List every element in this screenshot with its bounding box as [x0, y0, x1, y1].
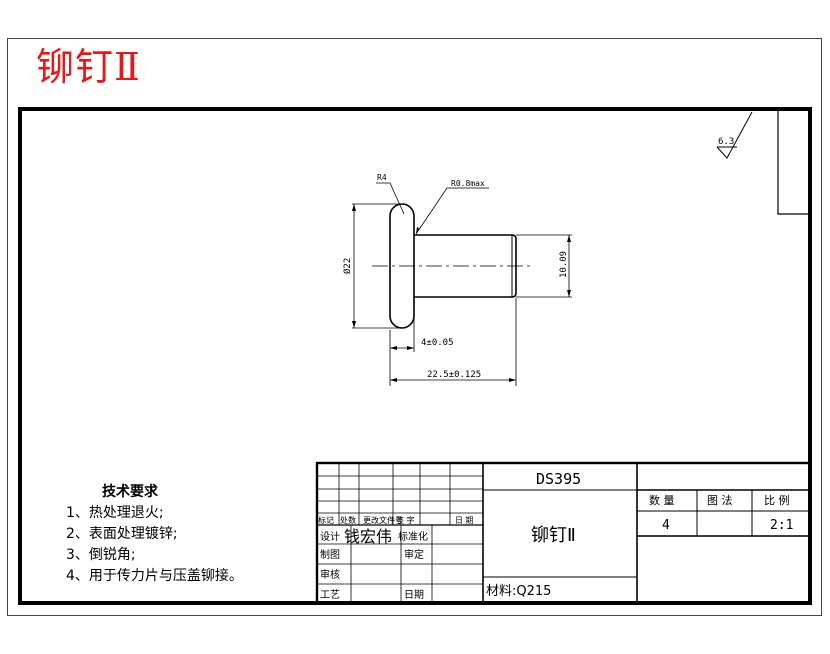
surface-finish-value: 6.3: [718, 137, 734, 147]
material: 材料:Q215: [486, 584, 551, 599]
check-label: 审核: [320, 568, 340, 581]
dimension-arrows: [352, 204, 571, 382]
notes-heading: 技术要求: [102, 484, 158, 500]
note-item: 1、热处理退火;: [66, 505, 164, 521]
surface-finish-symbol: 6.3: [716, 111, 753, 159]
qty-value: 4: [662, 518, 670, 533]
part-name: 铆钉Ⅱ: [531, 525, 576, 546]
radius-label: R4: [377, 173, 387, 182]
note-item: 4、用于传力片与压盖铆接。: [66, 568, 243, 584]
svg-text:标记: 标记: [318, 515, 334, 525]
head-diameter-label: Ø22: [342, 258, 353, 274]
drawing-number: DS395: [536, 470, 581, 488]
head-thickness-label: 4±0.05: [421, 338, 454, 348]
draft-label: 制图: [320, 548, 340, 561]
process-label: 工艺: [320, 589, 340, 601]
svg-text:更改文件号: 更改文件号: [363, 515, 403, 525]
svg-text:日 期: 日 期: [455, 516, 474, 525]
date-label: 日期: [404, 589, 424, 601]
standard-label: 标准化: [398, 530, 428, 543]
designer-name: 钱宏伟: [344, 527, 392, 546]
fillet-label: R0.8max: [451, 179, 485, 188]
design-label: 设计: [320, 530, 340, 543]
scale-value: 2:1: [770, 518, 793, 533]
page-title: 铆钉Ⅱ: [36, 45, 141, 89]
dimensions: [352, 182, 572, 386]
drawing-sheet: [7, 38, 822, 616]
revision-header: 标记 处数 更改文件号 签 字 日 期: [318, 515, 474, 525]
note-item: 2、表面处理镀锌;: [66, 526, 178, 542]
qty-header: 数 量: [649, 494, 675, 507]
shank-diameter-label: 10.09: [559, 251, 569, 278]
corner-box: [777, 109, 810, 215]
rivet-part: [372, 203, 534, 329]
technical-requirements: 技术要求 1、热处理退火; 2、表面处理镀锌; 3、倒锐角; 4、用于传力片与压…: [66, 482, 243, 587]
note-item: 3、倒锐角;: [66, 547, 136, 563]
title-block: [315, 461, 812, 605]
scale-header: 比 例: [764, 493, 790, 507]
method-header: 图 法: [707, 493, 733, 507]
svg-text:处数: 处数: [340, 515, 356, 525]
total-length-label: 22.5±0.125: [427, 370, 481, 380]
svg-text:签 字: 签 字: [396, 515, 415, 525]
review-label: 审定: [404, 548, 424, 561]
